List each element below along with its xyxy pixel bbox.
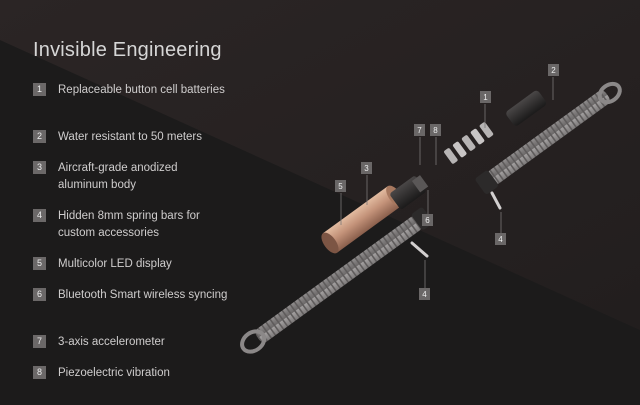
button-cell-batteries: [444, 122, 494, 164]
feature-text: Piezoelectric vibration: [58, 367, 170, 379]
feature-item-aluminum-body: 3 Aircraft-grade anodized aluminum body: [33, 160, 273, 194]
feature-item-spring-bars: 4 Hidden 8mm spring bars for custom acce…: [33, 208, 273, 242]
callout-badge: 8: [430, 124, 441, 136]
feature-text: Multicolor LED display: [58, 258, 172, 270]
spring-bar-lower: [410, 241, 429, 258]
feature-item-accelerometer: 7 3-axis accelerometer: [33, 334, 273, 351]
feature-item-bluetooth: 6 Bluetooth Smart wireless syncing: [33, 287, 273, 304]
feature-number-badge: 7: [33, 335, 46, 348]
callout-badge: 7: [414, 124, 425, 136]
callout-number: 1: [483, 93, 488, 102]
feature-item-vibration: 8 Piezoelectric vibration: [33, 365, 273, 382]
battery-holder: [506, 90, 547, 126]
electronics-module: [390, 175, 429, 209]
callout-badge: 2: [548, 64, 559, 76]
callout-number: 8: [433, 126, 438, 135]
feature-item-batteries: 1 Replaceable button cell batteries: [33, 82, 273, 99]
callout-badge: 5: [335, 180, 346, 192]
callout-badge: 3: [361, 162, 372, 174]
callout-number: 2: [551, 66, 556, 75]
feature-text: Bluetooth Smart wireless syncing: [58, 289, 228, 301]
callout-number: 7: [417, 126, 422, 135]
feature-text: Hidden 8mm spring bars for custom access…: [58, 210, 200, 239]
callout-badge: 4: [419, 288, 430, 300]
feature-item-water-resistance: 2 Water resistant to 50 meters: [33, 129, 273, 146]
spring-bar-upper: [490, 191, 502, 210]
feature-text: Replaceable button cell batteries: [58, 84, 225, 96]
feature-text: Aircraft-grade anodized aluminum body: [58, 162, 178, 191]
feature-number-badge: 2: [33, 130, 46, 143]
feature-text: Water resistant to 50 meters: [58, 131, 203, 143]
feature-text: 3-axis accelerometer: [58, 336, 165, 348]
feature-number-badge: 4: [33, 209, 46, 222]
callout-number: 5: [338, 182, 343, 191]
feature-number-badge: 8: [33, 366, 46, 379]
page-title: Invisible Engineering: [33, 39, 222, 61]
feature-number-badge: 3: [33, 161, 46, 174]
feature-number-badge: 6: [33, 288, 46, 301]
feature-number-badge: 5: [33, 257, 46, 270]
callout-badge: 6: [422, 214, 433, 226]
callout-number: 6: [425, 216, 430, 225]
feature-item-led-display: 5 Multicolor LED display: [33, 256, 273, 273]
feature-number-badge: 1: [33, 83, 46, 96]
upper-strap: [475, 81, 622, 194]
callout-number: 4: [422, 290, 427, 299]
callout-badge: 4: [495, 233, 506, 245]
callout-number: 4: [498, 235, 503, 244]
callout-badge: 1: [480, 91, 491, 103]
callout-number: 3: [364, 164, 369, 173]
